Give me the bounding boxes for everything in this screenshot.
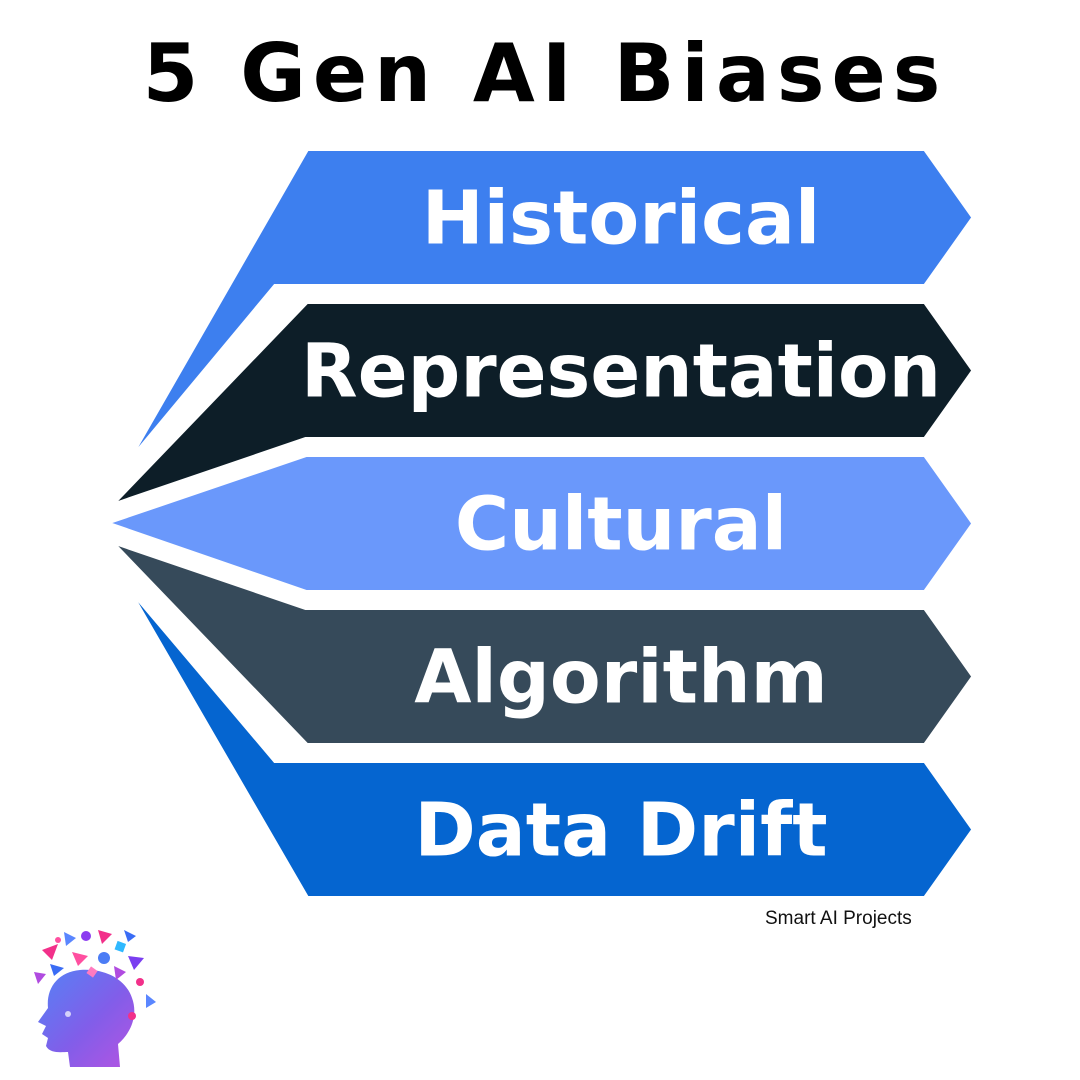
band-1-shape: [108, 143, 981, 488]
page-title: 5 Gen AI Biases: [142, 27, 948, 120]
band-3-label: Cultural: [455, 482, 787, 568]
credit-text: Smart AI Projects: [765, 908, 912, 929]
band-5-shape: [108, 562, 981, 904]
band-2-label: Representation: [301, 329, 941, 415]
band-5-label: Data Drift: [414, 788, 827, 874]
band-1-label: Historical: [422, 176, 821, 262]
head-confetti-icon: [34, 930, 156, 1067]
band-3-shape: [87, 449, 981, 598]
band-4-shape: [101, 533, 981, 751]
band-4-label: Algorithm: [414, 635, 827, 721]
band-2-shape: [101, 296, 981, 514]
